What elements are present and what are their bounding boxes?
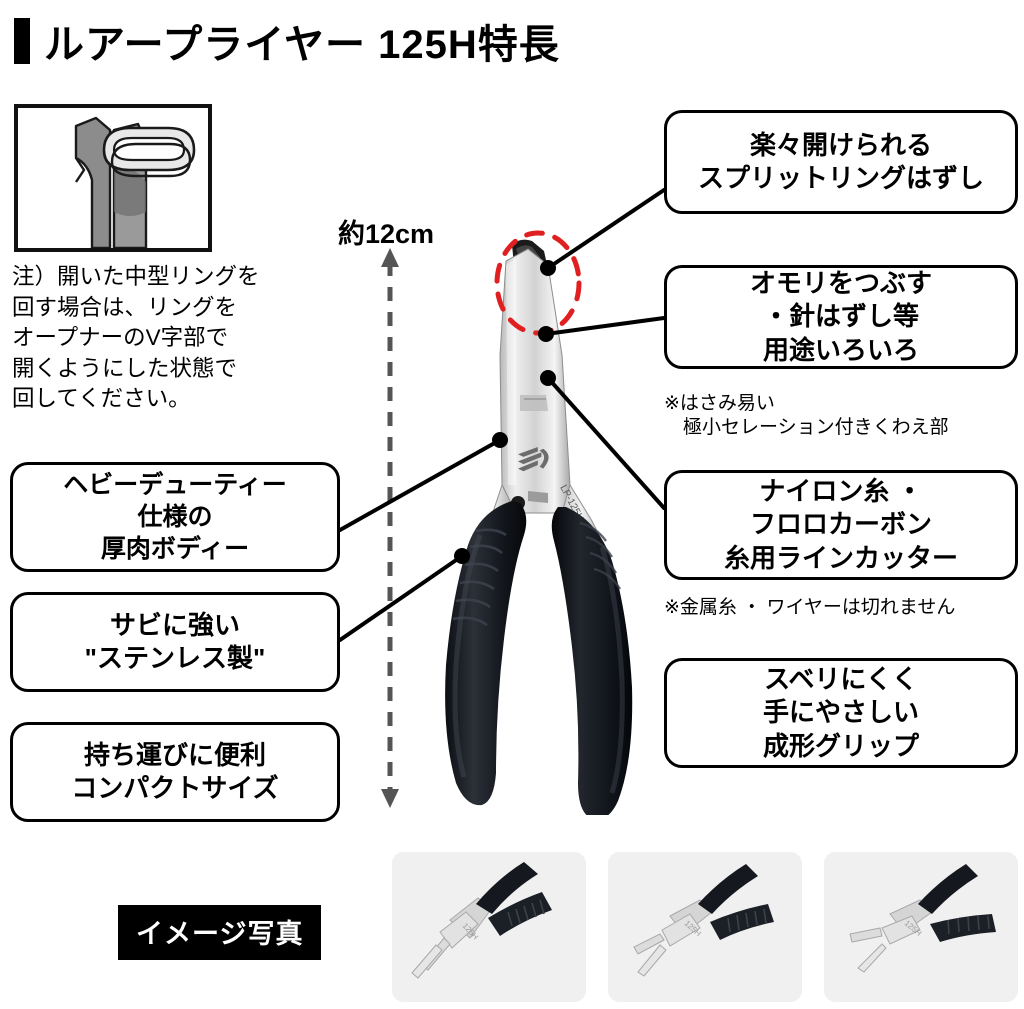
split-ring-illustration-icon	[18, 108, 208, 248]
callout-line: フロロカーボン	[749, 509, 932, 540]
callout-line: 厚肉ボディー	[100, 535, 250, 563]
callout-line: 手にやさしい	[762, 697, 919, 728]
note-line: オープナーのV字部で	[12, 325, 229, 351]
measurement-arrow	[381, 248, 399, 808]
callout-stainless[interactable]: サビに強い "ステンレス製"	[10, 592, 340, 692]
callout-line: 持ち運びに便利	[83, 739, 266, 770]
note-line: 回す場合は、リングを	[12, 294, 238, 320]
callout-molded-grip[interactable]: スベリにくく 手にやさしい 成形グリップ	[664, 658, 1018, 768]
callout-line: オモリをつぶす	[749, 268, 932, 299]
thumbnail-photo-3[interactable]: 125H	[824, 852, 1018, 1002]
thumbnail-photo-1[interactable]: 125H	[392, 852, 586, 1002]
callout-line: 用途いろいろ	[762, 334, 919, 365]
sub-note-line: ※はさみ易い	[664, 393, 775, 414]
measurement-label: 約12cm	[338, 219, 435, 249]
callout-line: コンパクトサイズ	[71, 773, 279, 803]
image-photo-label: イメージ写真	[118, 905, 322, 960]
callout-line: サビに強い	[109, 609, 240, 640]
page-title-text: ルアープライヤー 125H特長	[44, 23, 560, 67]
callout-line: 成形グリップ	[762, 730, 919, 761]
title-accent-bar	[14, 18, 30, 64]
callout-heavy-duty-body[interactable]: ヘビーデューティー 仕様の 厚肉ボディー	[10, 462, 340, 572]
sub-note-wire: ※金属糸 ・ ワイヤーは切れません	[664, 596, 1024, 620]
sub-note-line: 極小セレーション付きくわえ部	[664, 417, 949, 439]
note-text: 注）開いた中型リングを 回す場合は、リングを オープナーのV字部で 開くようにし…	[12, 262, 312, 415]
pliers-thumb-icon: 125H	[608, 852, 802, 1002]
note-line: 注）開いた中型リングを	[12, 264, 260, 289]
note-line: 開くようにした状態で	[12, 355, 238, 381]
split-ring-illustration	[14, 104, 212, 252]
callout-split-ring-opener[interactable]: 楽々開けられる スプリットリングはずし	[664, 110, 1018, 214]
note-line: 回してください。	[12, 386, 191, 412]
callout-line: ナイロン糸 ・	[759, 476, 923, 507]
pliers-thumb-icon: 125H	[824, 852, 1018, 1002]
callout-compact-size[interactable]: 持ち運びに便利 コンパクトサイズ	[10, 722, 340, 822]
callout-line: 仕様の	[137, 503, 213, 531]
callout-line: ・針はずし等	[762, 301, 919, 332]
sub-note-line: ※金属糸 ・ ワイヤーは切れません	[664, 597, 956, 618]
callout-line: ヘビーデューティー	[63, 471, 287, 499]
callout-line: 楽々開けられる	[749, 129, 932, 160]
callout-line-cutter[interactable]: ナイロン糸 ・ フロロカーボン 糸用ラインカッター	[664, 470, 1018, 580]
thumbnail-photo-2[interactable]: 125H	[608, 852, 802, 1002]
sub-note-serration: ※はさみ易い 極小セレーション付きくわえ部	[664, 392, 1024, 441]
callout-line: "ステンレス製"	[84, 643, 266, 673]
page-title: ルアープライヤー 125H特長	[14, 12, 560, 70]
callout-line: スプリットリングはずし	[697, 163, 984, 193]
callout-line: 糸用ラインカッター	[723, 542, 958, 573]
pliers-thumb-icon: 125H	[392, 852, 586, 1002]
thumbnail-strip: 125H 125H	[392, 852, 1020, 1002]
callout-line: スベリにくく	[764, 664, 918, 695]
callout-sinker-crusher[interactable]: オモリをつぶす ・針はずし等 用途いろいろ	[664, 265, 1018, 369]
highlight-circle-icon	[494, 230, 582, 336]
